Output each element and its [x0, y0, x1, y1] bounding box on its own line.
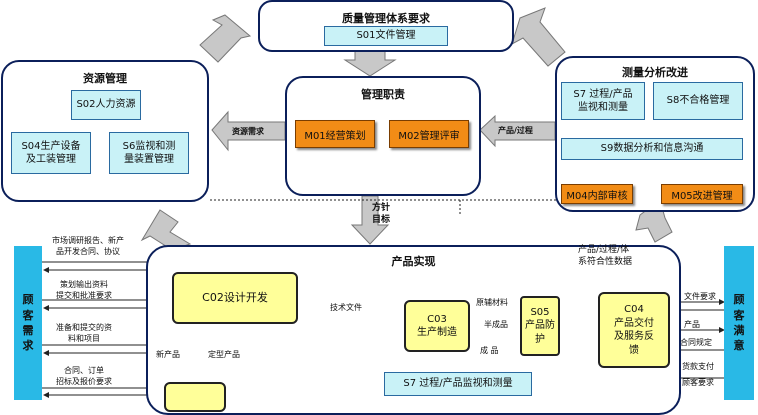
s04-box[interactable]: S04生产设备 及工装管理 [11, 132, 91, 174]
mgmt-resp-box: 管理职责 M01经营策划 M02管理评审 [285, 76, 481, 196]
file-req-label: 文件要求 [684, 292, 716, 301]
raw-material-label: 原辅材料 [476, 298, 508, 307]
s7-bottom-box[interactable]: S7 过程/产品监视和测量 [384, 372, 532, 396]
m01-box[interactable]: M01经营策划 [295, 120, 375, 148]
semi-product-label: 半成品 [484, 320, 508, 329]
new-product-label: 新产品 [156, 350, 180, 359]
resource-need-label: 资源需求 [232, 127, 264, 136]
tech-doc-label: 技术文件 [330, 303, 362, 312]
arrow-top-right [511, 7, 566, 67]
left-label-4: 合同、订单 招标及报价要求 [56, 366, 112, 386]
c04-box[interactable]: C04 产品交付 及服务反 馈 [598, 292, 670, 368]
left-label-3: 准备和提交的资 料和项目 [56, 323, 112, 343]
left-label-2: 策划输出资料 提交和批准要求 [56, 280, 112, 300]
measure-box: 测量分析改进 S7 过程/产品 监视和测量 S8不合格管理 S9数据分析和信息沟… [555, 56, 755, 212]
c03-box[interactable]: C03 生产制造 [404, 300, 470, 352]
product-realization-title: 产品实现 [391, 255, 436, 268]
mgmt-resp-title: 管理职责 [361, 88, 405, 101]
customer-satisfaction-bar: 顾 客 满 意 [724, 246, 754, 400]
contract-rule-label: 合同规定 [680, 338, 712, 347]
m05-box[interactable]: M05改进管理 [661, 184, 743, 204]
quality-system-box: 质量管理体系要求 S01文件管理 [258, 0, 514, 52]
left-label-1: 市场调研报告、新产 品开发合同、协议 [52, 236, 124, 256]
s7-box[interactable]: S7 过程/产品 监视和测量 [561, 82, 645, 120]
customer-requirement-bar: 顾 客 需 求 [14, 246, 42, 400]
policy-goal-label: 方针 目标 [372, 203, 391, 226]
product-process-label: 产品/过程 [498, 126, 533, 135]
measure-title: 测量分析改进 [622, 66, 688, 79]
resource-mgmt-title: 资源管理 [83, 72, 127, 85]
c02-box[interactable]: C02设计开发 [172, 272, 298, 324]
customer-req-label: 顾客要求 [682, 378, 714, 387]
arrow-policy-down [350, 195, 390, 245]
finished-product-label: 成 品 [480, 346, 499, 355]
s8-box[interactable]: S8不合格管理 [653, 82, 743, 120]
m04-box[interactable]: M04内部审核 [561, 184, 633, 204]
m02-box[interactable]: M02管理评审 [389, 120, 469, 148]
payment-label: 货款支付 [682, 362, 714, 371]
finalized-product-label: 定型产品 [208, 350, 240, 359]
s05-box[interactable]: S05 产品防护 [520, 296, 560, 356]
arrow-top-left [199, 14, 252, 63]
s9-box[interactable]: S9数据分析和信息沟通 [561, 138, 743, 160]
s01-box[interactable]: S01文件管理 [324, 26, 448, 46]
arrow-left-down [140, 209, 192, 251]
c-bottom-box[interactable] [164, 382, 226, 412]
arrow-top-down [343, 49, 397, 77]
s06-box[interactable]: S6监视和测 量装置管理 [109, 132, 189, 174]
resource-mgmt-box: 资源管理 S02人力资源 S04生产设备 及工装管理 S6监视和测 量装置管理 [1, 60, 209, 202]
conformity-note: 产品/过程/体 系符合性数据 [578, 245, 633, 268]
product-label: 产品 [684, 320, 700, 329]
s02-box[interactable]: S02人力资源 [71, 90, 141, 120]
quality-system-title: 质量管理体系要求 [342, 12, 430, 25]
